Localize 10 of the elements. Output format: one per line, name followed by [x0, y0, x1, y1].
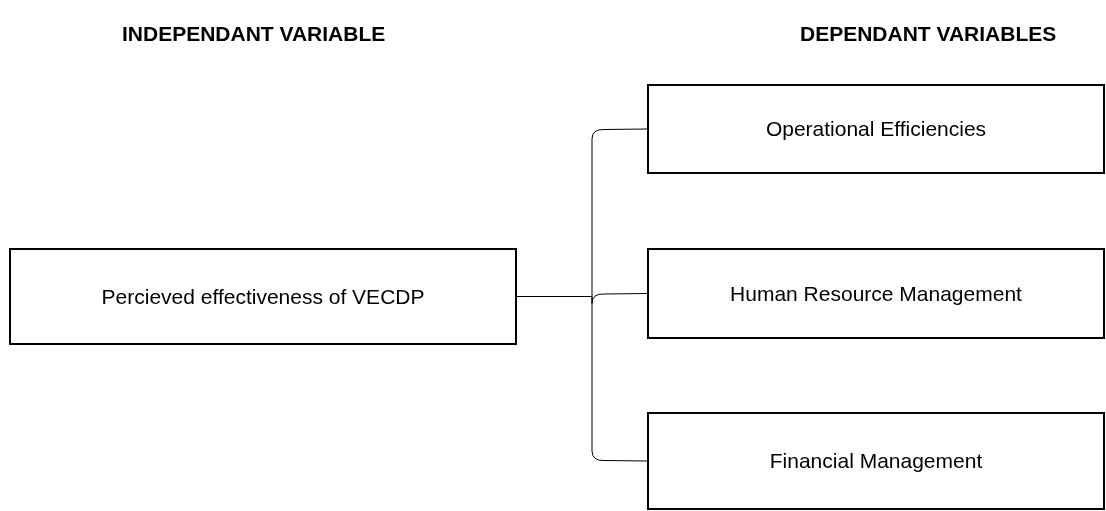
column-heading: INDEPENDANT VARIABLE — [122, 21, 386, 47]
variable-box — [647, 248, 1105, 339]
box-text: Percieved effectiveness of VECDP — [101, 283, 425, 310]
box-text: Financial Management — [769, 448, 983, 475]
variable-box — [647, 412, 1105, 510]
column-heading: DEPENDANT VARIABLES — [800, 21, 1057, 47]
variable-box — [9, 248, 517, 345]
box-text: Operational Efficiencies — [765, 116, 987, 143]
box-text: Human Resource Management — [730, 280, 1022, 307]
variable-box — [647, 84, 1105, 174]
